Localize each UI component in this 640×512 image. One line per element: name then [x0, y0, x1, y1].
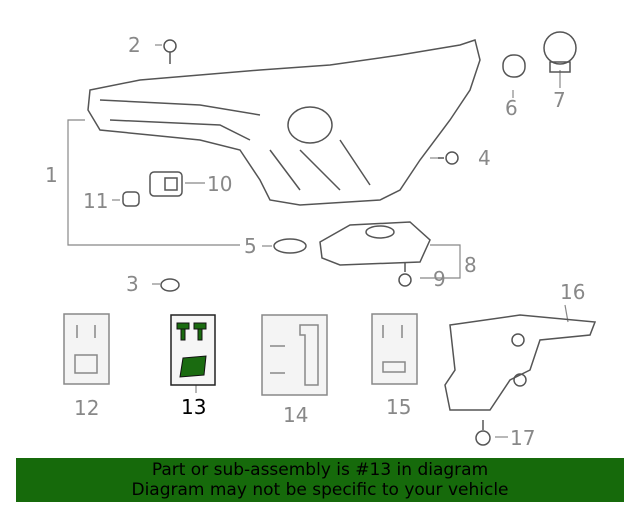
screw-4: [438, 151, 459, 165]
callout-16[interactable]: 16: [560, 280, 586, 304]
callout-2[interactable]: 2: [128, 33, 141, 57]
callout-10[interactable]: 10: [207, 172, 233, 196]
callout-15[interactable]: 15: [386, 395, 412, 419]
gasket-5: [273, 238, 307, 254]
callout-12[interactable]: 12: [74, 396, 100, 420]
callout-9[interactable]: 9: [433, 267, 446, 291]
connector-10: [149, 171, 183, 197]
kit-15: [371, 313, 418, 385]
kit-13[interactable]: [170, 314, 216, 386]
kit-14: [261, 314, 328, 396]
callout-17[interactable]: 17: [510, 426, 536, 450]
callout-7[interactable]: 7: [553, 88, 566, 112]
clip-3: [160, 278, 180, 292]
leader-lines: [67, 44, 569, 438]
bulb-7: [543, 31, 577, 73]
bolt-9: [398, 262, 412, 287]
callout-1[interactable]: 1: [45, 163, 58, 187]
banner-line-2: Diagram may not be specific to your vehi…: [131, 480, 509, 500]
bolt-2: [163, 39, 177, 64]
callout-6[interactable]: 6: [505, 96, 518, 120]
headlamp-assembly: [87, 39, 481, 206]
callout-8[interactable]: 8: [464, 253, 477, 277]
callout-11[interactable]: 11: [83, 189, 109, 213]
callout-14[interactable]: 14: [283, 403, 309, 427]
callout-13[interactable]: 13: [181, 395, 207, 419]
kit-12: [63, 313, 110, 385]
info-banner: Part or sub-assembly is #13 in diagram D…: [16, 458, 624, 502]
leveling-motor-16: [444, 314, 597, 411]
banner-line-1: Part or sub-assembly is #13 in diagram: [151, 460, 489, 480]
bulb-6: [502, 54, 526, 78]
ballast-8: [319, 221, 431, 266]
clip-11: [122, 191, 140, 207]
callout-5[interactable]: 5: [244, 234, 257, 258]
callout-3[interactable]: 3: [126, 272, 139, 296]
callout-4[interactable]: 4: [478, 146, 491, 170]
bolt-17: [475, 420, 491, 446]
